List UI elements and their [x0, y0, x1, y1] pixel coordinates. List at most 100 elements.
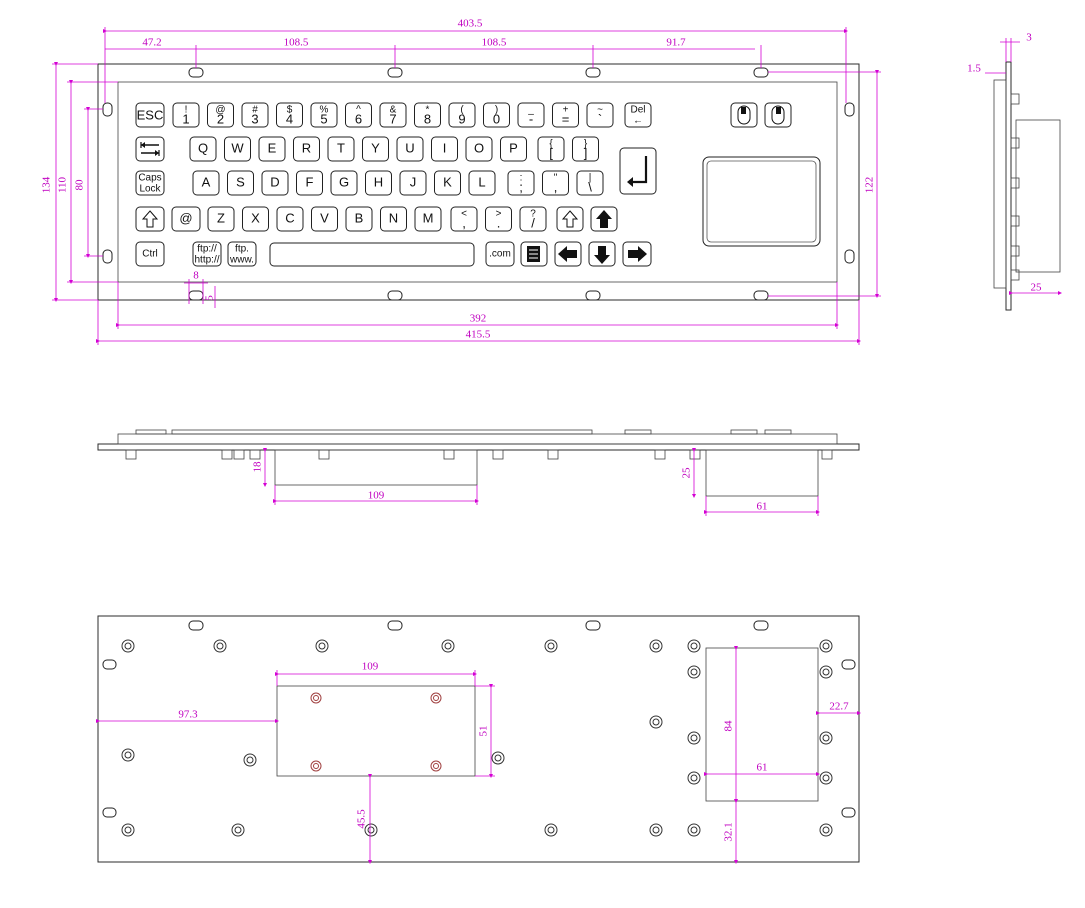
- key-tab[interactable]: [135, 136, 165, 162]
- key-8[interactable]: *8: [414, 102, 441, 128]
- stud: [687, 665, 701, 679]
- key-menu[interactable]: [520, 241, 548, 267]
- key-y[interactable]: Y: [362, 136, 389, 162]
- key-v[interactable]: V: [311, 206, 338, 232]
- key-e[interactable]: E: [258, 136, 286, 162]
- dim-overall-holes: 403.5: [458, 18, 483, 30]
- key-3-label: 3: [251, 111, 258, 126]
- dim-pad-width: 61: [757, 501, 768, 513]
- key-angle-2[interactable]: ?/: [519, 206, 547, 232]
- key-enter[interactable]: [619, 147, 657, 195]
- mouse-right-button[interactable]: [764, 102, 792, 128]
- key-r[interactable]: R: [293, 136, 320, 162]
- key-n[interactable]: N: [380, 206, 407, 232]
- key-angle-0[interactable]: <,: [450, 206, 478, 232]
- key-d[interactable]: D: [261, 170, 289, 196]
- front-studs: [125, 449, 833, 460]
- key-l[interactable]: L: [468, 170, 496, 196]
- key-shift-left[interactable]: [135, 206, 165, 232]
- key-punct-2-shift-label: |: [589, 173, 592, 184]
- mouse-left-button[interactable]: [730, 102, 758, 128]
- tab-icon: [140, 142, 160, 156]
- stud: [819, 731, 833, 745]
- stud: [231, 823, 245, 837]
- key-spacebar[interactable]: [269, 242, 475, 267]
- key-4[interactable]: $4: [276, 102, 303, 128]
- key-j[interactable]: J: [399, 170, 427, 196]
- key-11[interactable]: _-: [517, 102, 545, 128]
- key-arrow-left[interactable]: [554, 241, 582, 267]
- key-12-label: =: [562, 111, 570, 126]
- key-x-label: X: [251, 210, 260, 225]
- key-3[interactable]: #3: [241, 102, 269, 128]
- key-o[interactable]: O: [465, 136, 493, 162]
- key-dotcom[interactable]: .com: [485, 241, 515, 267]
- key-w[interactable]: W: [224, 136, 251, 162]
- key-dotcom-label: .com: [489, 249, 511, 260]
- key-1[interactable]: !1: [172, 102, 200, 128]
- key-t[interactable]: T: [327, 136, 355, 162]
- stud: [687, 823, 701, 837]
- key-5[interactable]: %5: [310, 102, 338, 128]
- key-12[interactable]: +=: [552, 102, 579, 128]
- back-slots: [102, 620, 856, 818]
- key-punct-2[interactable]: |\: [576, 170, 604, 196]
- key-arrow-up[interactable]: [590, 206, 618, 232]
- key-del[interactable]: Del ←: [624, 102, 652, 128]
- key-b[interactable]: B: [345, 206, 373, 232]
- key-h[interactable]: H: [365, 170, 392, 196]
- key-6[interactable]: ^6: [345, 102, 372, 128]
- key-13[interactable]: ~`: [586, 102, 614, 128]
- mount-slot: [102, 102, 113, 117]
- key-11-label: -: [529, 111, 533, 126]
- key-4-shift-label: $: [287, 105, 293, 116]
- key-punct-1[interactable]: ",: [542, 170, 569, 196]
- key-2[interactable]: @2: [207, 102, 234, 128]
- key-arrow-down[interactable]: [588, 241, 616, 267]
- touchpad[interactable]: [702, 156, 821, 247]
- key-esc[interactable]: ESC: [135, 102, 165, 128]
- key-z[interactable]: Z: [207, 206, 235, 232]
- back-pcb-box: [276, 685, 476, 777]
- key-a[interactable]: A: [192, 170, 220, 196]
- key-ftp-www[interactable]: ftp. www.: [227, 241, 257, 267]
- key-ftp-http[interactable]: ftp:// http://: [192, 241, 222, 267]
- mount-slot: [387, 67, 403, 78]
- key-caps-lock[interactable]: Caps Lock: [135, 170, 165, 196]
- stud: [819, 823, 833, 837]
- shift-icon: [141, 210, 159, 228]
- key-ctrl[interactable]: Ctrl: [135, 241, 165, 267]
- key-f[interactable]: F: [296, 170, 323, 196]
- key-shift-right[interactable]: [556, 206, 584, 232]
- key-bracket-1[interactable]: }]: [572, 136, 599, 162]
- key-punct-0[interactable]: :;: [507, 170, 535, 196]
- dim-pcb-depth: 18: [252, 461, 264, 473]
- key-bracket-0[interactable]: {[: [537, 136, 565, 162]
- key-d-label: D: [270, 174, 279, 189]
- key-x[interactable]: X: [242, 206, 269, 232]
- key-s[interactable]: S: [227, 170, 254, 196]
- key-q[interactable]: Q: [189, 136, 217, 162]
- key-u[interactable]: U: [396, 136, 424, 162]
- shift-icon: [561, 210, 579, 228]
- key-m[interactable]: M: [414, 206, 442, 232]
- key-k[interactable]: K: [434, 170, 461, 196]
- key-9[interactable]: (9: [448, 102, 476, 128]
- key-10[interactable]: )0: [483, 102, 510, 128]
- key-c[interactable]: C: [276, 206, 304, 232]
- arrow-up-icon: [596, 210, 612, 228]
- key-i[interactable]: I: [431, 136, 458, 162]
- stud: [819, 639, 833, 653]
- dim-back-pad-bottom: 32.1: [723, 822, 735, 841]
- key-at[interactable]: @: [171, 206, 201, 232]
- stud: [243, 753, 257, 767]
- key-13-shift-label: ~: [597, 105, 603, 116]
- key-g[interactable]: G: [330, 170, 358, 196]
- key-p[interactable]: P: [500, 136, 527, 162]
- key-7[interactable]: &7: [379, 102, 407, 128]
- dim-pcb-width: 109: [368, 490, 385, 502]
- key-arrow-right[interactable]: [622, 241, 652, 267]
- front-pcb-box: [274, 449, 478, 486]
- key-angle-1[interactable]: >.: [485, 206, 512, 232]
